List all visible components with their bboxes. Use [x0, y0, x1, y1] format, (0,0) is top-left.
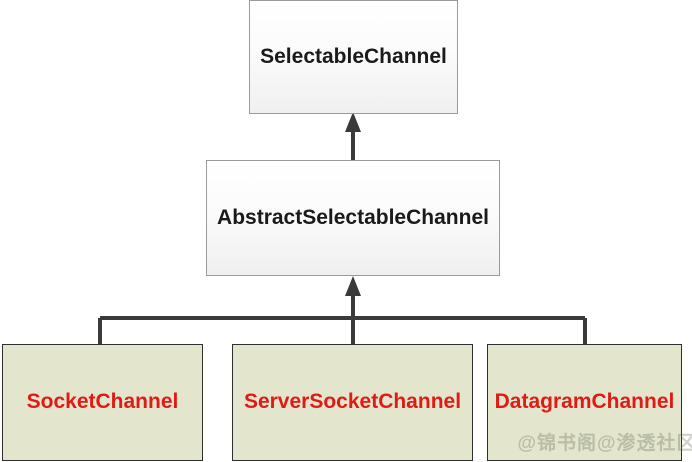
node-server-socket-channel[interactable]: ServerSocketChannel — [232, 344, 473, 461]
node-datagram-channel[interactable]: DatagramChannel — [487, 344, 682, 461]
arrowhead-abstract-to-selectable — [345, 112, 361, 132]
node-socket-channel-label: SocketChannel — [26, 390, 179, 414]
node-datagram-channel-label: DatagramChannel — [494, 390, 675, 414]
node-server-socket-channel-label: ServerSocketChannel — [243, 390, 462, 414]
node-selectable-channel[interactable]: SelectableChannel — [249, 0, 458, 114]
watermark: @锦书阁@渗透社区 — [517, 432, 692, 454]
node-socket-channel[interactable]: SocketChannel — [2, 344, 203, 461]
node-selectable-channel-label: SelectableChannel — [260, 44, 447, 68]
node-abstract-selectable-channel[interactable]: AbstractSelectableChannel — [206, 160, 500, 276]
node-abstract-selectable-channel-label: AbstractSelectableChannel — [217, 205, 489, 229]
arrowhead-children-to-abstract — [345, 276, 361, 296]
